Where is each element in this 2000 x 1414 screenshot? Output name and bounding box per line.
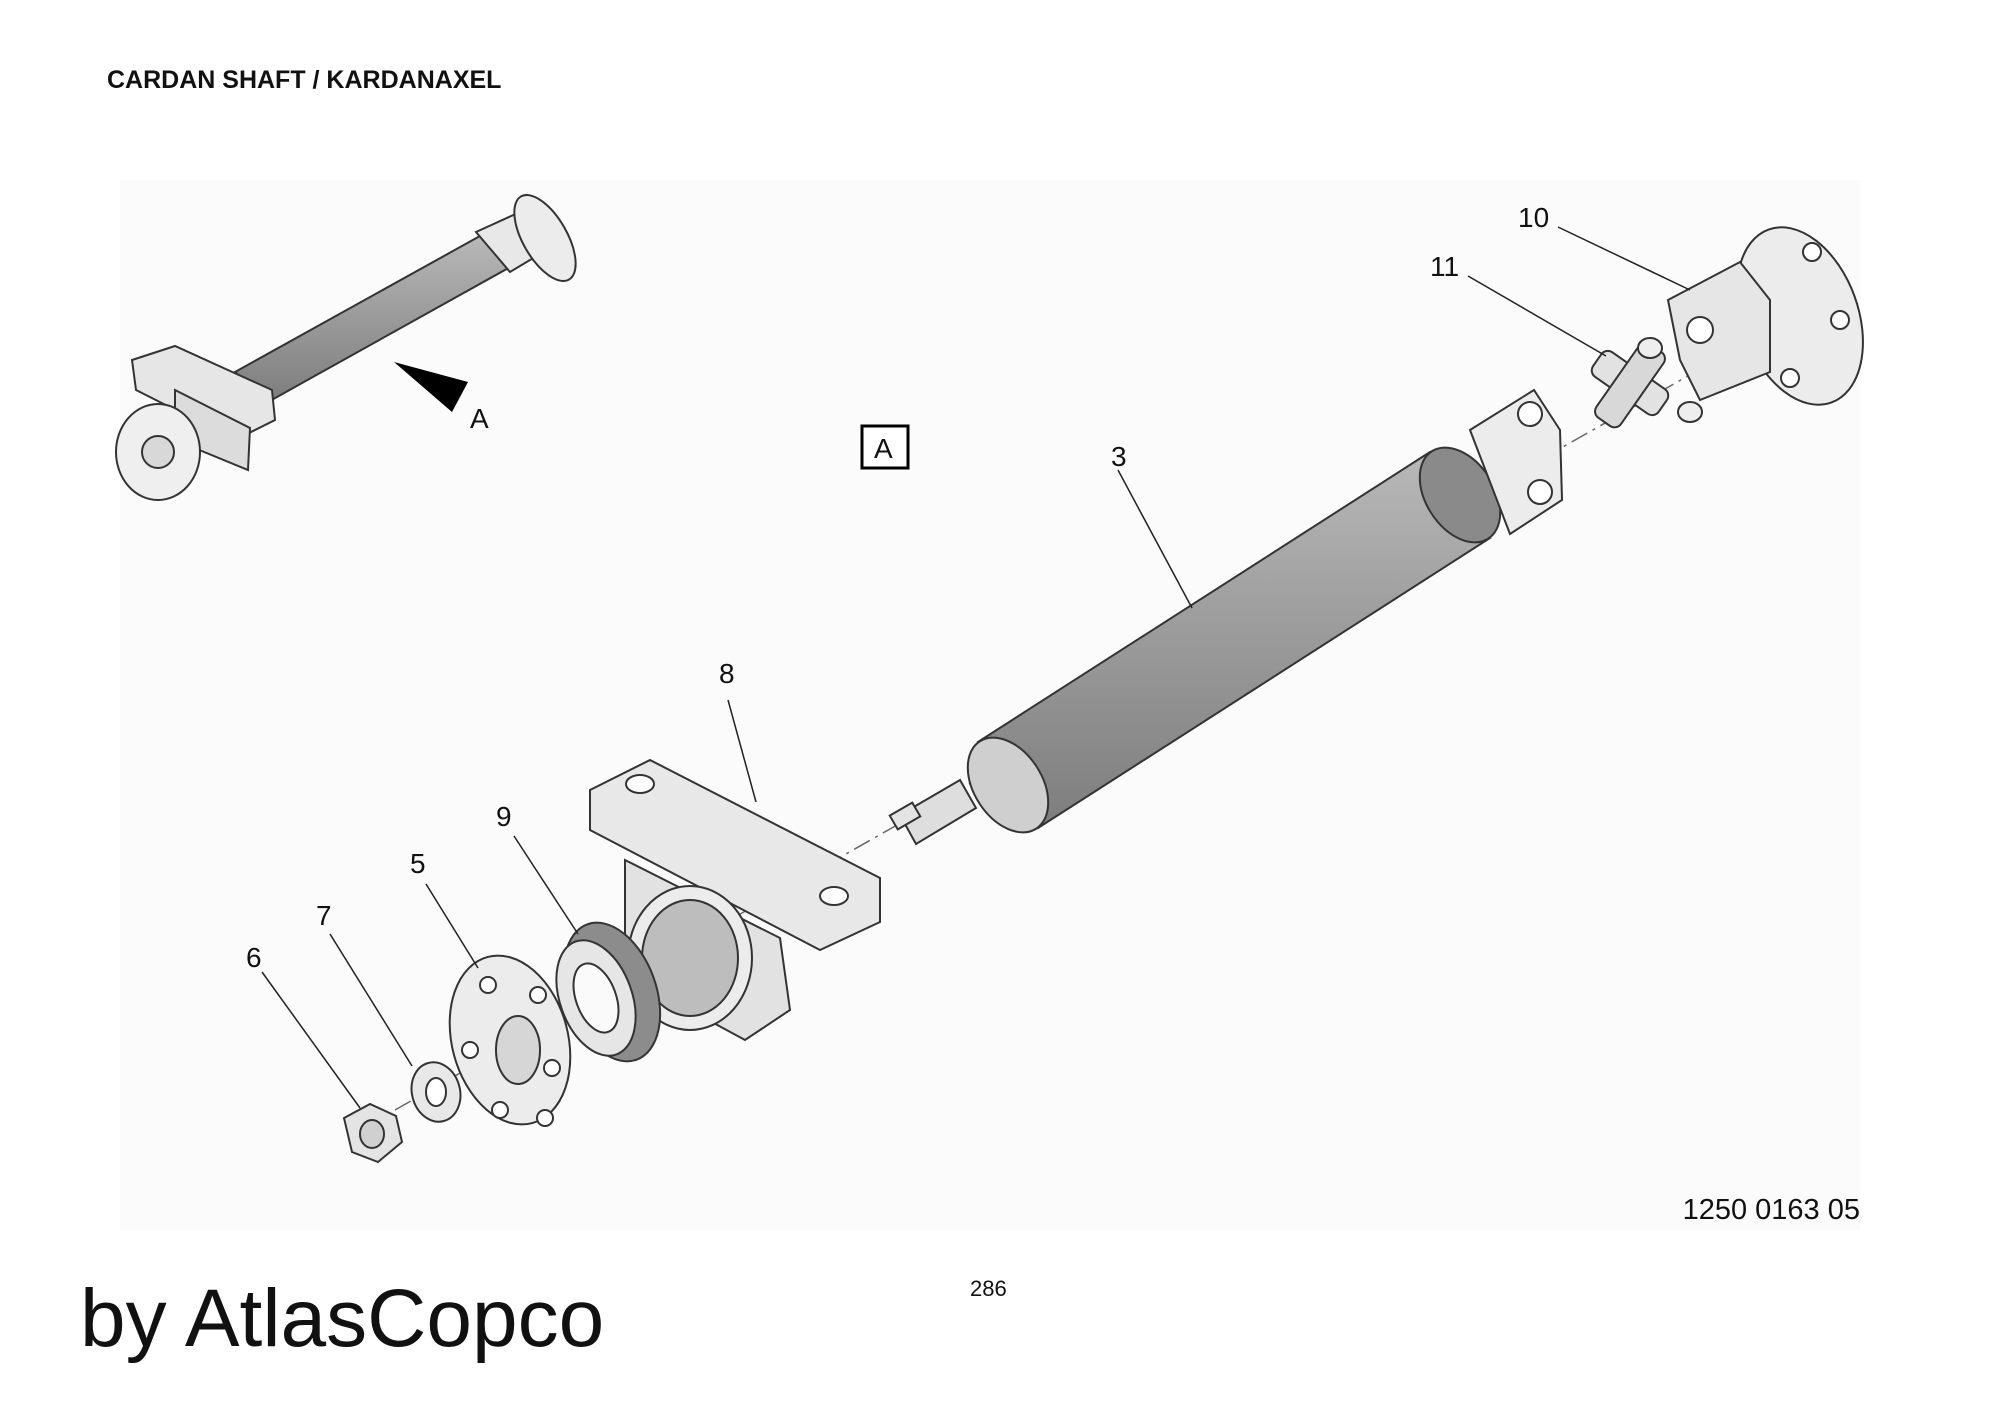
leader-lines bbox=[261, 226, 1691, 1109]
callout-3: 3 bbox=[1111, 441, 1127, 472]
overview-flange-hub bbox=[141, 435, 175, 469]
part-6-nut bbox=[342, 1102, 404, 1164]
overview-end-flange bbox=[513, 194, 577, 282]
brand-text: by AtlasCopco bbox=[80, 1273, 605, 1364]
diagram-panel bbox=[120, 180, 1860, 1230]
callout-5: 5 bbox=[410, 848, 426, 879]
page-number: 286 bbox=[970, 1276, 1007, 1301]
view-a-box bbox=[860, 424, 910, 470]
part-3-shaft-tube bbox=[888, 388, 1564, 846]
drawing-reference: 1250 0163 05 bbox=[1682, 1194, 1860, 1226]
part-5-flange bbox=[448, 954, 572, 1127]
overview-shaft-tube bbox=[233, 234, 514, 404]
part-7-washer bbox=[410, 1061, 462, 1123]
overview-bearing-housing bbox=[130, 344, 277, 442]
part-10-flange-yoke bbox=[1666, 226, 1864, 406]
part-8-bearing-housing bbox=[589, 758, 881, 1042]
view-arrow-label: A bbox=[470, 403, 489, 434]
part-9-bearing bbox=[555, 921, 662, 1063]
callout-6: 6 bbox=[246, 942, 262, 973]
callout-11: 11 bbox=[1430, 251, 1459, 282]
view-arrow bbox=[394, 362, 468, 412]
page-title: CARDAN SHAFT / KARDANAXEL bbox=[107, 66, 502, 94]
callout-9: 9 bbox=[496, 801, 512, 832]
view-a-label: A bbox=[874, 433, 893, 464]
callout-8: 8 bbox=[719, 658, 735, 689]
callout-10: 10 bbox=[1518, 202, 1549, 233]
callout-7: 7 bbox=[316, 900, 332, 931]
part-11-spider bbox=[1590, 337, 1703, 429]
overview-assembly: A bbox=[115, 194, 577, 501]
